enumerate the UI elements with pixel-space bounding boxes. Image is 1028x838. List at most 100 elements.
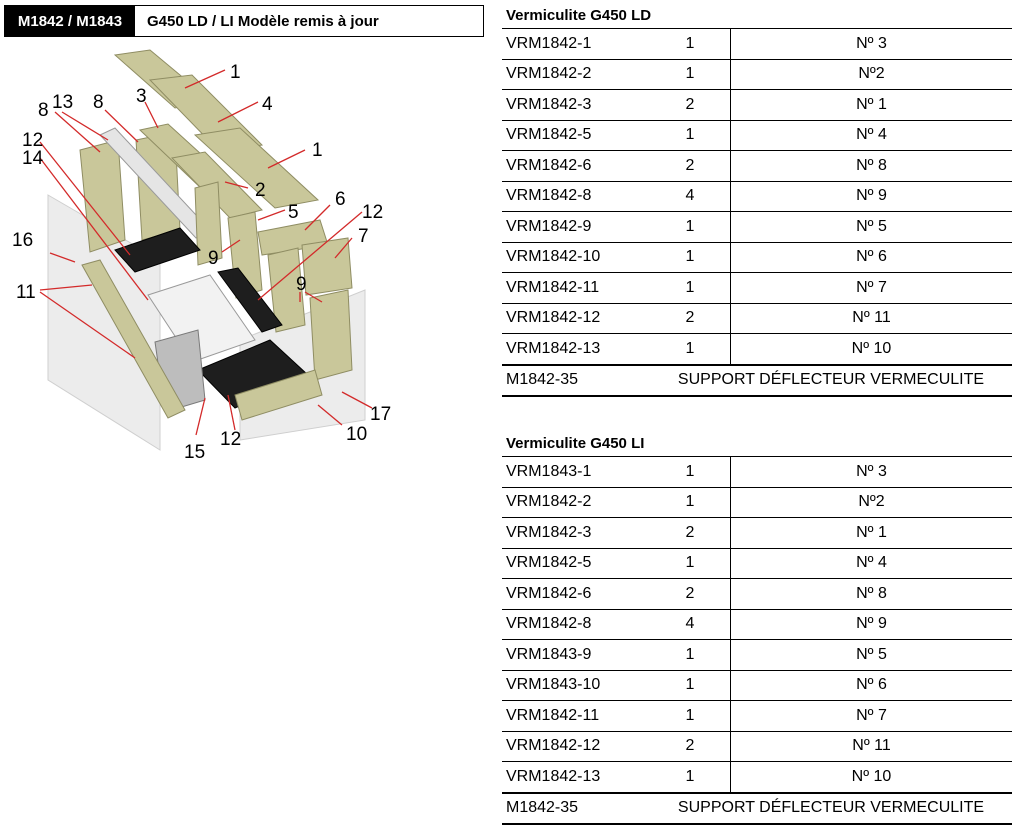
quantity: 2 — [650, 517, 731, 548]
callout-4: 4 — [262, 94, 273, 115]
part-ref: VRM1842-1 — [502, 28, 650, 59]
part-ref: VRM1842-10 — [502, 241, 650, 273]
callout-17: 17 — [370, 404, 391, 425]
part-ref: VRM1843-1 — [502, 456, 650, 487]
quantity: 1 — [650, 639, 731, 670]
position-number: Nº 5 — [730, 639, 1012, 670]
callout-3: 3 — [136, 86, 147, 107]
part-ref: VRM1842-2 — [502, 58, 650, 90]
position-number: Nº 11 — [730, 302, 1012, 334]
quantity: 4 — [650, 608, 731, 640]
part-ref: M1842-35 — [502, 363, 650, 397]
quantity: 1 — [650, 58, 731, 90]
part-ref: VRM1842-3 — [502, 89, 650, 120]
position-number: Nº 10 — [730, 761, 1012, 793]
callout-11: 11 — [16, 282, 36, 303]
callout-13: 13 — [52, 92, 73, 113]
callout-15: 15 — [184, 442, 205, 463]
part-ref: M1842-35 — [502, 791, 650, 825]
position-number: Nº 1 — [730, 517, 1012, 548]
callout-10: 10 — [346, 424, 367, 445]
quantity: 2 — [650, 150, 731, 181]
table-title: Vermiculite G450 LD — [506, 7, 652, 24]
position-number: Nº2 — [730, 486, 1012, 518]
callout-16: 16 — [12, 230, 33, 251]
callout-8b: 8 — [93, 92, 104, 113]
quantity: 1 — [650, 211, 731, 242]
position-number: Nº 4 — [730, 119, 1012, 151]
callout-6: 6 — [335, 189, 346, 210]
part-ref: VRM1842-8 — [502, 180, 650, 212]
part-ref: VRM1842-12 — [502, 302, 650, 334]
part-description: SUPPORT DÉFLECTEUR VERMECULITE — [650, 791, 1012, 825]
callout-8: 8 — [38, 100, 49, 121]
callout-12b: 12 — [362, 202, 383, 223]
brick-12 — [217, 267, 283, 333]
position-number: Nº 3 — [730, 28, 1012, 59]
part-ref: VRM1842-9 — [502, 211, 650, 242]
part-ref: VRM1842-11 — [502, 272, 650, 303]
back-panel — [79, 139, 126, 253]
position-number: Nº 8 — [730, 150, 1012, 181]
callout-14: 14 — [22, 148, 44, 169]
part-ref: VRM1842-5 — [502, 119, 650, 151]
side-panel-9b — [267, 247, 306, 333]
position-number: Nº 6 — [730, 241, 1012, 273]
quantity: 1 — [650, 456, 731, 487]
quantity: 4 — [650, 180, 731, 212]
part-ref: VRM1842-12 — [502, 730, 650, 762]
side-strip-11 — [81, 259, 186, 419]
quantity: 2 — [650, 89, 731, 120]
quantity: 1 — [650, 241, 731, 273]
part-ref: VRM1842-3 — [502, 517, 650, 548]
quantity: 1 — [650, 333, 731, 365]
quantity: 1 — [650, 119, 731, 151]
position-number: Nº 9 — [730, 608, 1012, 640]
brick-14 — [114, 227, 201, 273]
exploded-view-diagram: 1 4 1 3 8 13 8 12 14 2 5 6 12 7 16 9 9 1… — [0, 40, 410, 470]
callout-7: 7 — [358, 226, 369, 247]
quantity: 1 — [650, 486, 731, 518]
part-ref: VRM1842-11 — [502, 700, 650, 731]
part-ref: VRM1842-13 — [502, 761, 650, 793]
part-ref: VRM1842-13 — [502, 333, 650, 365]
side-panel-9 — [194, 181, 223, 266]
position-number: Nº 7 — [730, 272, 1012, 303]
quantity: 1 — [650, 761, 731, 793]
position-number: Nº 1 — [730, 89, 1012, 120]
quantity: 1 — [650, 700, 731, 731]
position-number: Nº 4 — [730, 547, 1012, 579]
part-ref: VRM1842-2 — [502, 486, 650, 518]
document-title: G450 LD / LI Modèle remis à jour — [147, 12, 379, 30]
part-ref: VRM1842-6 — [502, 578, 650, 609]
callout-arrows — [39, 69, 373, 436]
callout-12c: 12 — [220, 429, 241, 450]
position-number: Nº2 — [730, 58, 1012, 90]
quantity: 1 — [650, 272, 731, 303]
position-number: Nº 6 — [730, 669, 1012, 701]
quantity: 2 — [650, 578, 731, 609]
callout-12: 12 — [22, 130, 43, 151]
